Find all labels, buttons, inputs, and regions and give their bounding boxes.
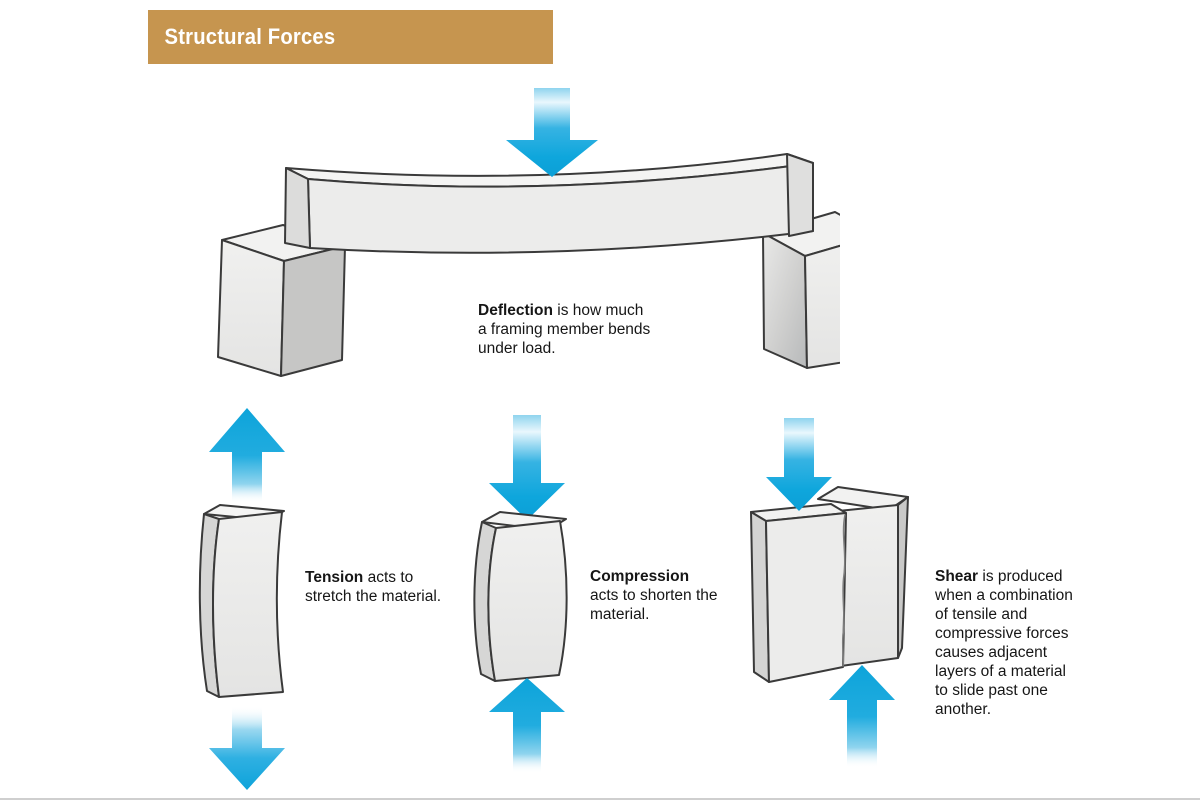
shear-up-arrow-icon [829,665,895,768]
right-support-block [762,211,840,369]
shear-down-arrow-icon [766,418,832,511]
deflection-caption: Deflection is how much a framing member … [478,301,663,358]
tension-caption: Tension acts to stretch the material. [305,568,480,606]
compression-up-arrow-icon [489,678,565,773]
deflection-term: Deflection [478,302,553,319]
tension-down-arrow-icon [209,706,285,790]
tension-illustration [198,408,285,790]
compression-term: Compression [590,568,690,585]
tension-term: Tension [305,569,364,586]
shear-description: is produced when a combination of tensil… [935,568,1073,718]
page-bottom-rule [0,798,1200,800]
shear-right-block [817,486,909,667]
load-down-arrow-icon [506,88,598,177]
compression-down-arrow-icon [489,415,565,520]
shear-caption: Shear is produced when a combination of … [935,567,1095,719]
deflection-description: is how much a framing member bends under… [478,302,651,357]
compression-illustration [473,415,568,773]
tension-description: acts to stretch the material. [305,569,442,605]
shear-left-block [750,503,847,683]
shear-term: Shear [935,568,979,585]
compression-description: acts to shorten the material. [590,587,718,623]
left-support-block [217,224,346,377]
header-banner: Structural Forces [148,10,553,64]
deflection-illustration [217,88,840,377]
shear-crack-line [841,514,846,667]
deflected-beam [284,153,814,254]
shear-illustration [750,418,909,768]
compression-caption: Compression acts to shorten the material… [590,567,755,624]
page-title: Structural Forces [164,24,336,49]
tension-up-arrow-icon [209,408,285,503]
compression-column [473,511,568,682]
tension-column [198,504,285,698]
